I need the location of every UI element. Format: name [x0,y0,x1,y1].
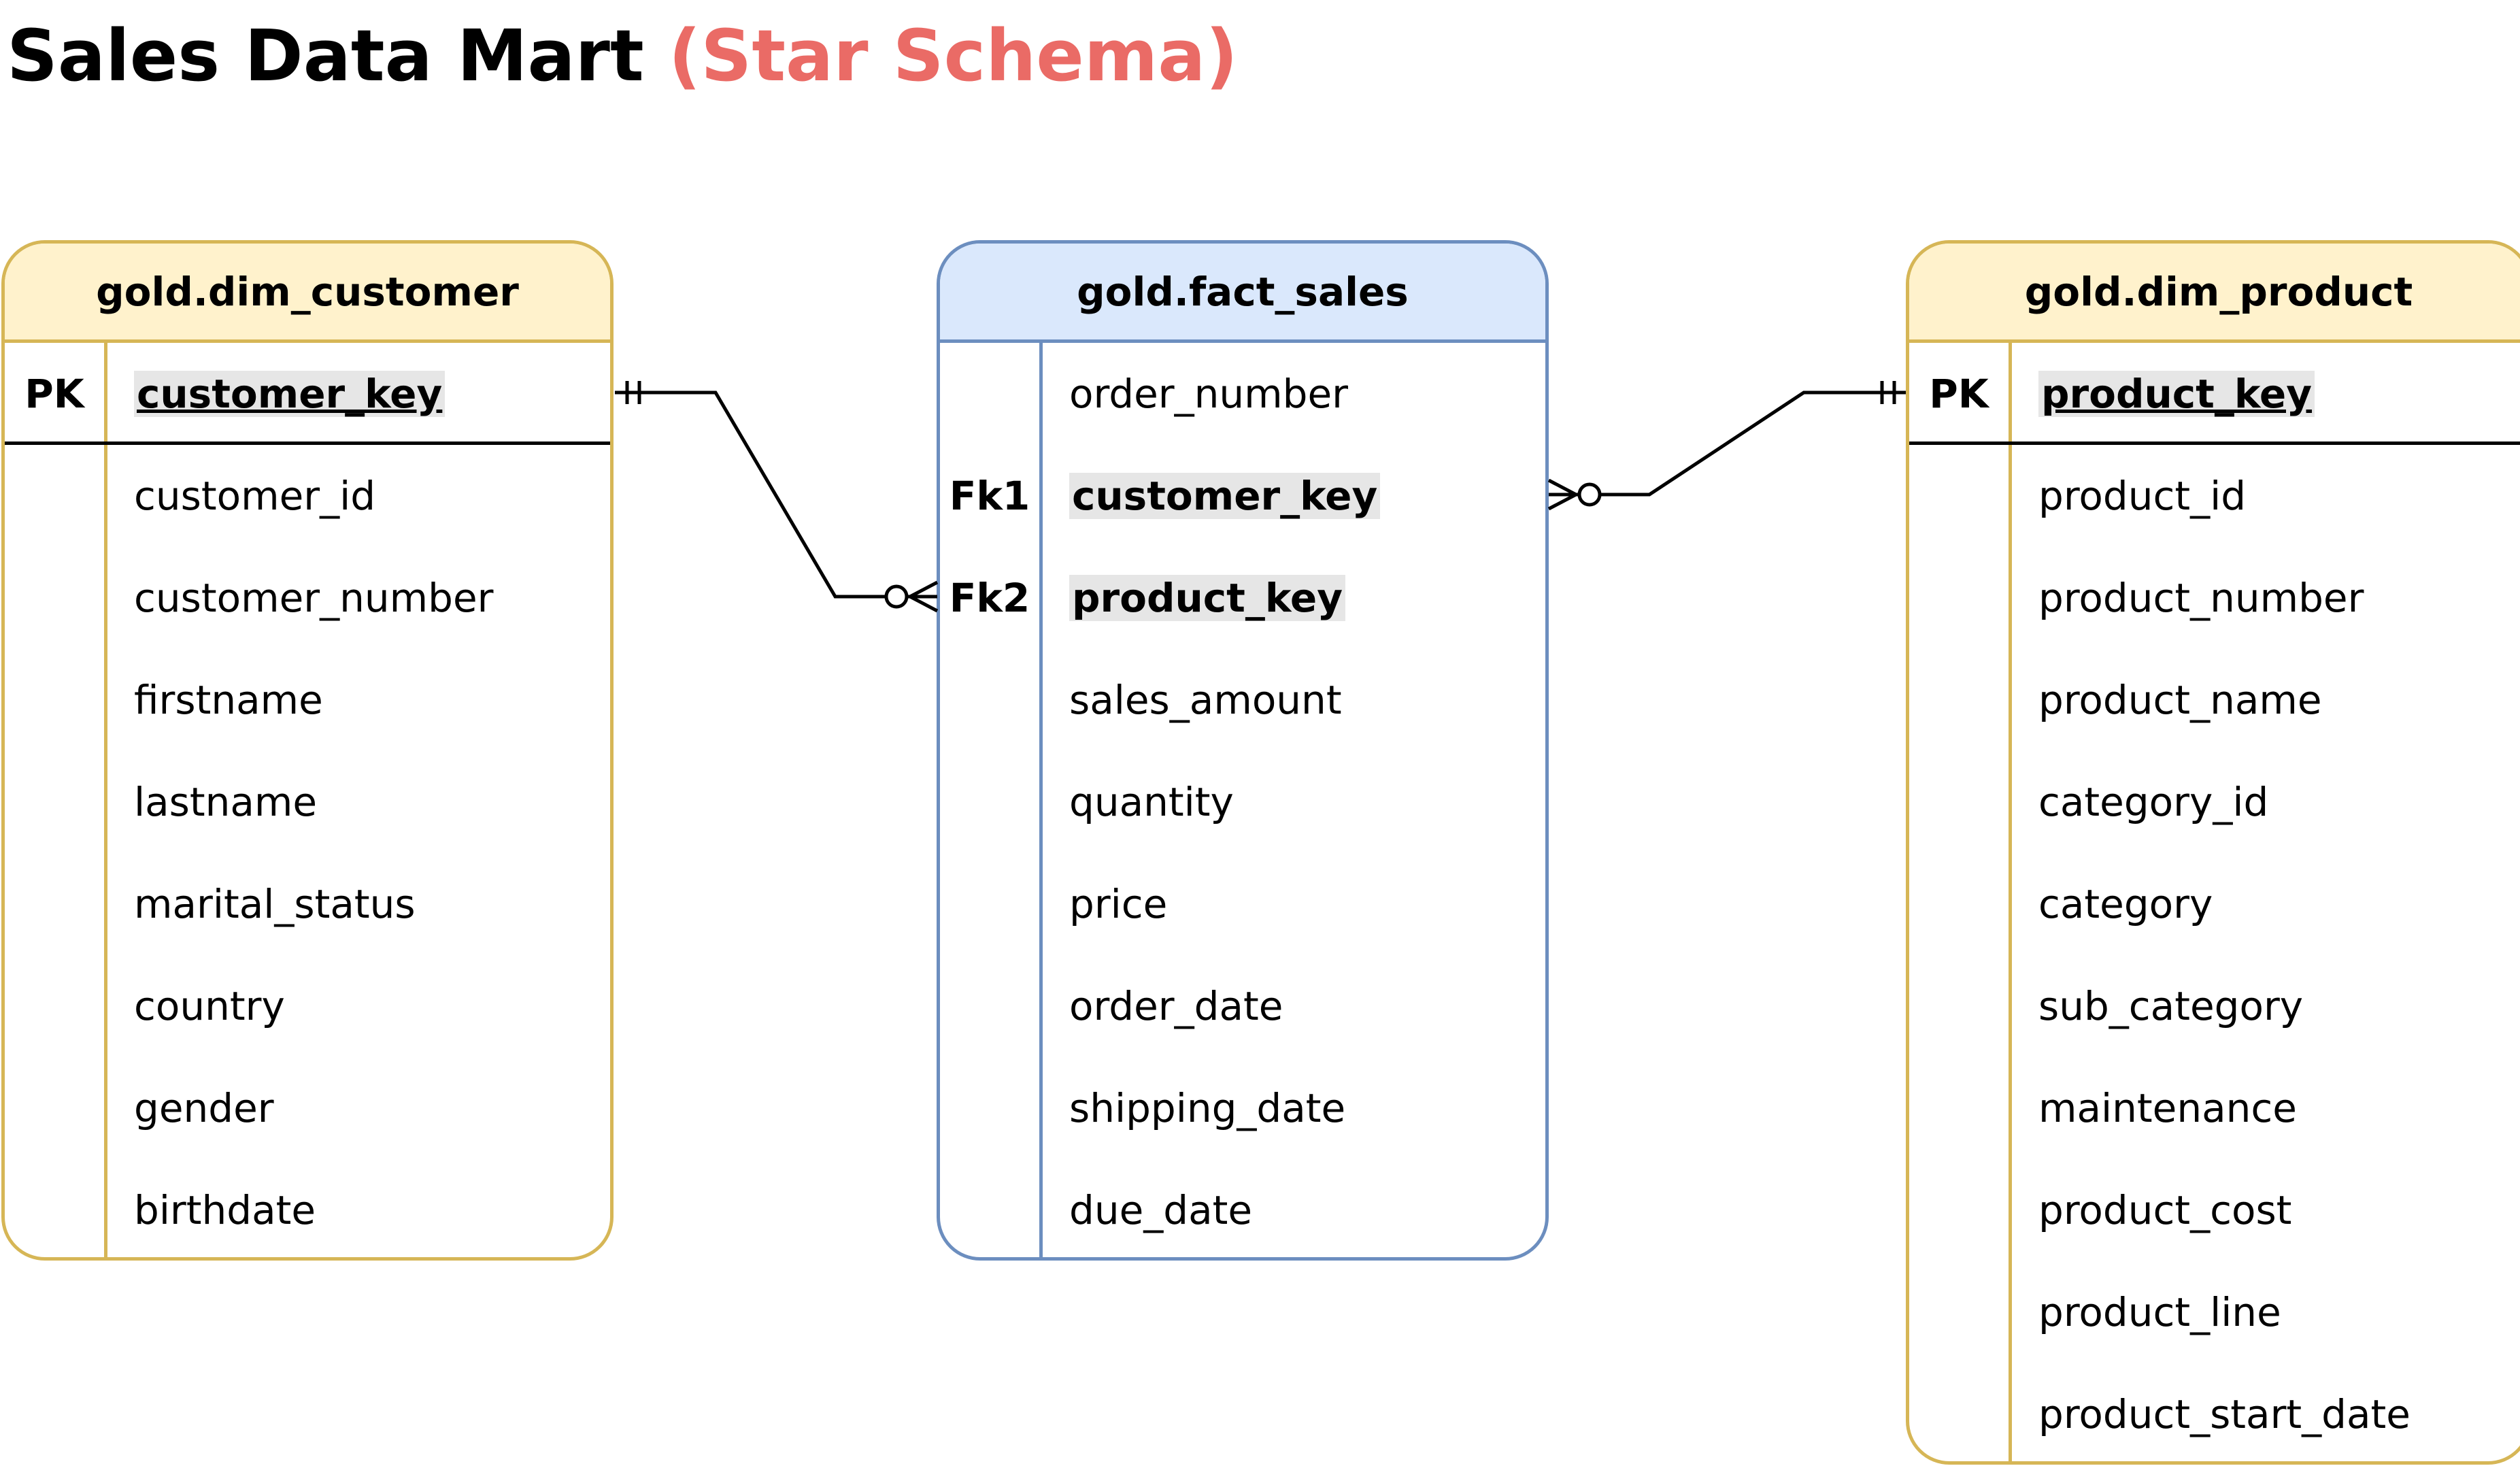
diagram-title: Sales Data Mart (Star Schema) [7,14,1238,99]
field-row[interactable]: firstname [5,649,610,751]
field-row[interactable]: product_id [1909,445,2520,547]
field-row[interactable]: category_id [1909,751,2520,853]
field-row[interactable]: price [940,853,1545,955]
field-name: category [2038,881,2213,927]
field-name: category_id [2038,779,2269,825]
field-row[interactable]: product_number [1909,547,2520,649]
field-name: quantity [1069,779,1234,825]
pk-row[interactable]: PK customer_key [5,343,610,445]
field-name: price [1069,881,1168,927]
fk-row[interactable]: Fk2 product_key [940,547,1545,649]
field-name: lastname [134,779,318,825]
field-name: sales_amount [1069,677,1342,723]
field-row[interactable]: shipping_date [940,1057,1545,1159]
field-name: customer_number [134,575,494,621]
pk-row[interactable]: PK product_key [1909,343,2520,445]
field-row[interactable]: order_number [940,343,1545,445]
title-main: Sales Data Mart [7,14,644,97]
field-name: product_line [2038,1289,2281,1335]
field-row[interactable]: lastname [5,751,610,853]
entity-header: gold.dim_product [1909,244,2520,343]
field-row[interactable]: product_cost [1909,1159,2520,1261]
field-row[interactable]: customer_id [5,445,610,547]
field-name: order_number [1069,371,1349,417]
field-row[interactable]: order_date [940,955,1545,1057]
entity-header: gold.dim_customer [5,244,610,343]
field-name: product_start_date [2038,1391,2410,1437]
field-row[interactable]: sub_category [1909,955,2520,1057]
pk-label: PK [1929,371,1989,417]
column-divider [2009,343,2012,1461]
column-divider [1039,343,1043,1257]
field-row[interactable]: product_start_date [1909,1363,2520,1461]
entity-fact-sales[interactable]: gold.fact_sales order_number Fk1 custome… [937,240,1549,1261]
fk2-label: Fk2 [949,575,1030,621]
field-row[interactable]: due_date [940,1159,1545,1257]
field-row[interactable]: country [5,955,610,1057]
field-name: country [134,983,285,1029]
field-name: product_number [2038,575,2364,621]
field-row[interactable]: product_line [1909,1261,2520,1363]
fk2-field: product_key [1069,547,1346,649]
pk-field: customer_key [134,343,446,445]
field-name: birthdate [134,1187,316,1233]
field-name: sub_category [2038,983,2304,1029]
field-name: maintenance [2038,1085,2297,1131]
field-name: product_name [2038,677,2322,723]
fk1-field: customer_key [1069,445,1381,547]
pk-field: product_key [2038,343,2315,445]
field-row[interactable]: product_name [1909,649,2520,751]
field-row[interactable]: customer_number [5,547,610,649]
field-row[interactable]: birthdate [5,1159,610,1257]
column-divider [104,343,107,1257]
field-row[interactable]: maintenance [1909,1057,2520,1159]
field-name: product_cost [2038,1187,2292,1233]
entity-dim-product[interactable]: gold.dim_product PK product_key product_… [1906,240,2520,1465]
entity-header: gold.fact_sales [940,244,1545,343]
field-row[interactable]: quantity [940,751,1545,853]
field-name: gender [134,1085,274,1131]
field-name: order_date [1069,983,1283,1029]
fk-row[interactable]: Fk1 customer_key [940,445,1545,547]
field-name: product_id [2038,473,2247,519]
field-row[interactable]: category [1909,853,2520,955]
field-name: marital_status [134,881,416,927]
field-name: due_date [1069,1187,1253,1233]
field-row[interactable]: sales_amount [940,649,1545,751]
relationship-customer [615,381,939,613]
entity-dim-customer[interactable]: gold.dim_customer PK customer_key custom… [1,240,614,1261]
fk1-label: Fk1 [949,473,1030,519]
relationship-product [1547,381,1906,511]
field-row[interactable]: gender [5,1057,610,1159]
title-accent: (Star Schema) [668,14,1238,97]
pk-label: PK [24,371,84,417]
field-row[interactable]: marital_status [5,853,610,955]
field-name: firstname [134,677,323,723]
field-name: shipping_date [1069,1085,1346,1131]
field-name: customer_id [134,473,376,519]
